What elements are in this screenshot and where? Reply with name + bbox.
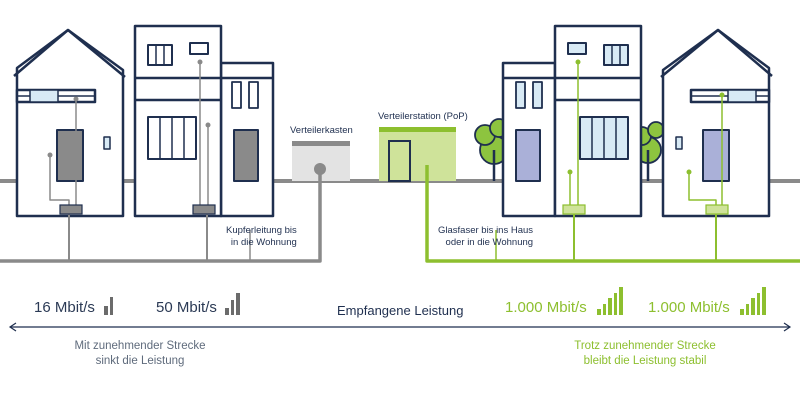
glasfaser-label: Glasfaser bis ins Haus oder in die Wohnu…: [438, 225, 534, 248]
signal-bar: [613, 293, 617, 315]
verteilerstation-box: [379, 127, 456, 182]
signal-bars-icon: [740, 287, 766, 315]
verteilerkasten-label: Verteilerkasten: [290, 125, 353, 136]
copper-line: [0, 62, 322, 263]
center-label: Empfangene Leistung: [337, 303, 464, 318]
signal-bar: [608, 298, 612, 315]
speed-label-3: 1.000 Mbit/s: [505, 299, 587, 316]
house-1-door: [56, 129, 84, 182]
house-1-roof: [13, 28, 126, 78]
signal-bar: [230, 300, 234, 315]
house-2-annex: [219, 61, 275, 218]
signal-bar: [756, 293, 760, 315]
fiber-line: [425, 62, 800, 263]
speed-label-4: 1.000 Mbit/s: [648, 299, 730, 316]
house-1: [13, 28, 126, 218]
house-4: [660, 28, 773, 218]
kupferleitung-label: Kupferleitung bis in die Wohnung: [226, 225, 297, 248]
fiber-terminal-1: [562, 204, 586, 215]
house-3: [501, 24, 643, 218]
signal-bar: [109, 297, 113, 315]
signal-bar: [762, 287, 766, 315]
double-arrow-icon: [8, 322, 792, 332]
house-2-door: [233, 129, 259, 182]
signal-bar: [602, 304, 606, 315]
copper-terminal-2: [192, 204, 216, 215]
house-1-small-window: [103, 136, 111, 150]
house-2: [133, 24, 275, 218]
speed-label-2: 50 Mbit/s: [156, 299, 217, 316]
verteilerstation-label: Verteilerstation (PoP): [378, 111, 468, 122]
house-4-body: [661, 28, 771, 218]
signal-bar: [751, 298, 755, 315]
speed-label-1: 16 Mbit/s: [34, 299, 95, 316]
fiber-terminal-2: [705, 204, 729, 215]
signal-bar: [236, 293, 240, 315]
house-4-door: [702, 129, 730, 182]
signal-bar: [740, 309, 744, 315]
signal-bar: [104, 306, 108, 315]
house-1-window: [29, 89, 59, 103]
copper-junction: [314, 163, 326, 175]
signal-bar: [745, 304, 749, 315]
signal-bar: [225, 308, 229, 315]
signal-bar: [619, 287, 623, 315]
house-1-body: [15, 28, 125, 218]
signal-bars-icon: [104, 297, 113, 315]
signal-bar: [597, 309, 601, 315]
copper-terminal-1: [59, 204, 83, 215]
signal-bars-icon: [225, 293, 240, 315]
caption-right: Trotz zunehmender Strecke bleibt die Lei…: [574, 340, 716, 367]
signal-bars-icon: [597, 287, 623, 315]
caption-left: Mit zunehmender Strecke sinkt die Leistu…: [74, 340, 206, 367]
house-4-roof: [660, 28, 773, 78]
house-3-door: [515, 129, 541, 182]
